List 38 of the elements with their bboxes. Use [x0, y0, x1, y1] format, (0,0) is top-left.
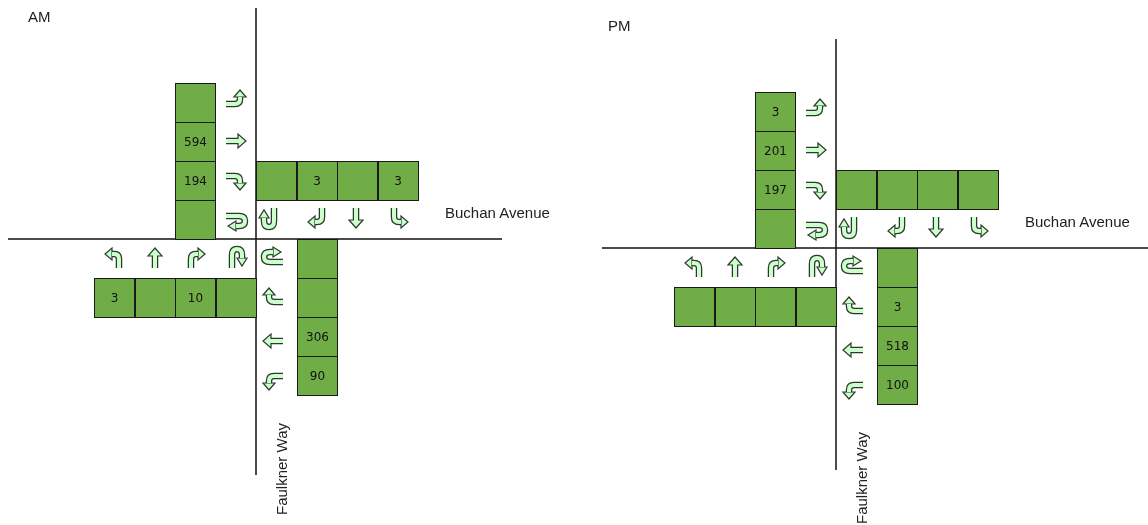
count-cell [175, 200, 216, 240]
street-name: Faulkner Way [273, 423, 290, 515]
count-cell: 3 [377, 161, 419, 201]
count-cell [877, 248, 918, 288]
count-cell [917, 170, 958, 210]
count-cell [134, 278, 176, 318]
count-cell [714, 287, 756, 327]
count-cell [876, 170, 918, 210]
count-cell: 100 [877, 365, 918, 405]
count-cell: 194 [175, 161, 216, 201]
count-cell [957, 170, 999, 210]
count-cell [755, 209, 796, 249]
count-cell: 306 [297, 317, 338, 357]
count-cell: 3 [296, 161, 338, 201]
count-cell [256, 161, 297, 201]
street-name: Faulkner Way [853, 432, 870, 524]
period-title: AM [28, 8, 51, 25]
count-cell: 90 [297, 356, 338, 396]
count-cell [297, 278, 338, 318]
count-cell [674, 287, 715, 327]
count-cell [215, 278, 257, 318]
count-cell [836, 170, 877, 210]
count-cell [297, 239, 338, 279]
period-title: PM [608, 17, 631, 34]
count-cell [795, 287, 837, 327]
count-cell [755, 287, 796, 327]
street-name: Buchan Avenue [445, 204, 550, 221]
street-name: Buchan Avenue [1025, 213, 1130, 230]
count-cell: 197 [755, 170, 796, 210]
count-cell: 3 [877, 287, 918, 327]
count-cell: 10 [175, 278, 216, 318]
count-cell [337, 161, 378, 201]
count-cell: 518 [877, 326, 918, 366]
count-cell: 3 [94, 278, 135, 318]
count-cell [175, 83, 216, 123]
count-cell: 594 [175, 122, 216, 162]
count-cell: 201 [755, 131, 796, 171]
count-cell: 3 [755, 92, 796, 132]
